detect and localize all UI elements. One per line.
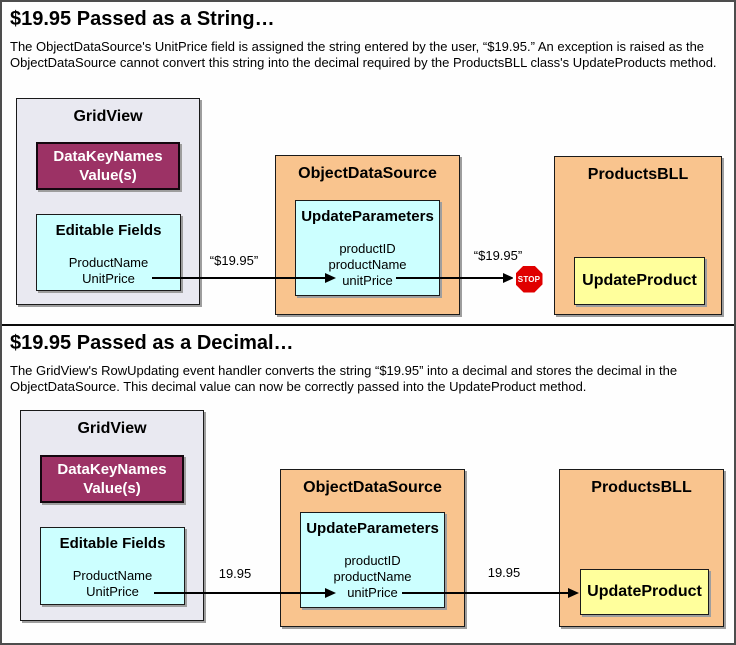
parameters-list: productID productName unitPrice — [296, 241, 439, 289]
datakeynames-line2: Value(s) — [83, 480, 141, 497]
datakeynames-box: DataKeyNames Value(s) — [40, 455, 184, 503]
updateparameters-title: UpdateParameters — [301, 208, 434, 225]
field-productname: ProductName — [72, 568, 153, 583]
datakeynames-line1: DataKeyNames — [53, 148, 163, 165]
editable-fields-box: Editable Fields ProductName UnitPrice — [36, 214, 181, 291]
editable-fields-title: Editable Fields — [55, 222, 162, 239]
arrow-ods-to-bll — [402, 592, 568, 594]
field-unitprice: UnitPrice — [82, 271, 135, 286]
panel-string-title: $19.95 Passed as a String… — [10, 8, 275, 30]
arrow-gridview-to-ods — [154, 592, 325, 594]
gridview-title: GridView — [73, 108, 143, 125]
arrow-gridview-to-ods — [152, 277, 325, 279]
arrow-value-label: 19.95 — [487, 565, 521, 580]
param-unitprice: unitPrice — [347, 585, 398, 600]
field-productname: ProductName — [68, 255, 149, 270]
param-productid: productID — [344, 553, 401, 568]
panel-decimal-description: The GridView's RowUpdating event handler… — [10, 363, 678, 394]
stop-icon-label: STOP — [515, 265, 543, 293]
productsbll-title: ProductsBLL — [591, 479, 692, 496]
arrow-value-label: 19.95 — [218, 566, 252, 581]
arrowhead — [325, 273, 336, 283]
parameters-list: productID productName unitPrice — [301, 553, 444, 601]
datakeynames-box: DataKeyNames Value(s) — [36, 142, 180, 190]
objectdatasource-title: ObjectDataSource — [298, 165, 437, 182]
arrowhead — [503, 273, 514, 283]
panel-decimal-title: $19.95 Passed as a Decimal… — [10, 332, 294, 354]
gridview-title: GridView — [77, 420, 147, 437]
param-productid: productID — [339, 241, 396, 256]
updateparameters-title: UpdateParameters — [306, 520, 439, 537]
editable-fields-list: ProductName UnitPrice — [41, 568, 184, 600]
panel-divider — [2, 324, 734, 326]
arrow-value-label: “$19.95” — [209, 253, 259, 268]
param-productname: productName — [328, 257, 407, 272]
datakeynames-line2: Value(s) — [79, 167, 137, 184]
updateparameters-box: UpdateParameters productID productName u… — [295, 200, 440, 296]
arrowhead — [568, 588, 579, 598]
field-unitprice: UnitPrice — [86, 584, 139, 599]
editable-fields-title: Editable Fields — [59, 535, 166, 552]
updateproduct-label: UpdateProduct — [587, 583, 702, 600]
editable-fields-list: ProductName UnitPrice — [37, 255, 180, 287]
panel-string-description: The ObjectDataSource's UnitPrice field i… — [10, 39, 717, 70]
productsbll-title: ProductsBLL — [587, 166, 689, 183]
datakeynames-line1: DataKeyNames — [57, 461, 167, 478]
objectdatasource-title: ObjectDataSource — [303, 479, 442, 496]
updateproduct-label: UpdateProduct — [582, 272, 697, 289]
stop-icon: STOP — [513, 263, 545, 295]
updateproduct-box: UpdateProduct — [574, 257, 705, 305]
arrowhead — [325, 588, 336, 598]
param-productname: productName — [333, 569, 412, 584]
arrow-ods-to-bll — [396, 277, 503, 279]
param-unitprice: unitPrice — [342, 273, 393, 288]
arrow-value-label: “$19.95” — [473, 248, 523, 263]
updateproduct-box: UpdateProduct — [580, 569, 709, 615]
